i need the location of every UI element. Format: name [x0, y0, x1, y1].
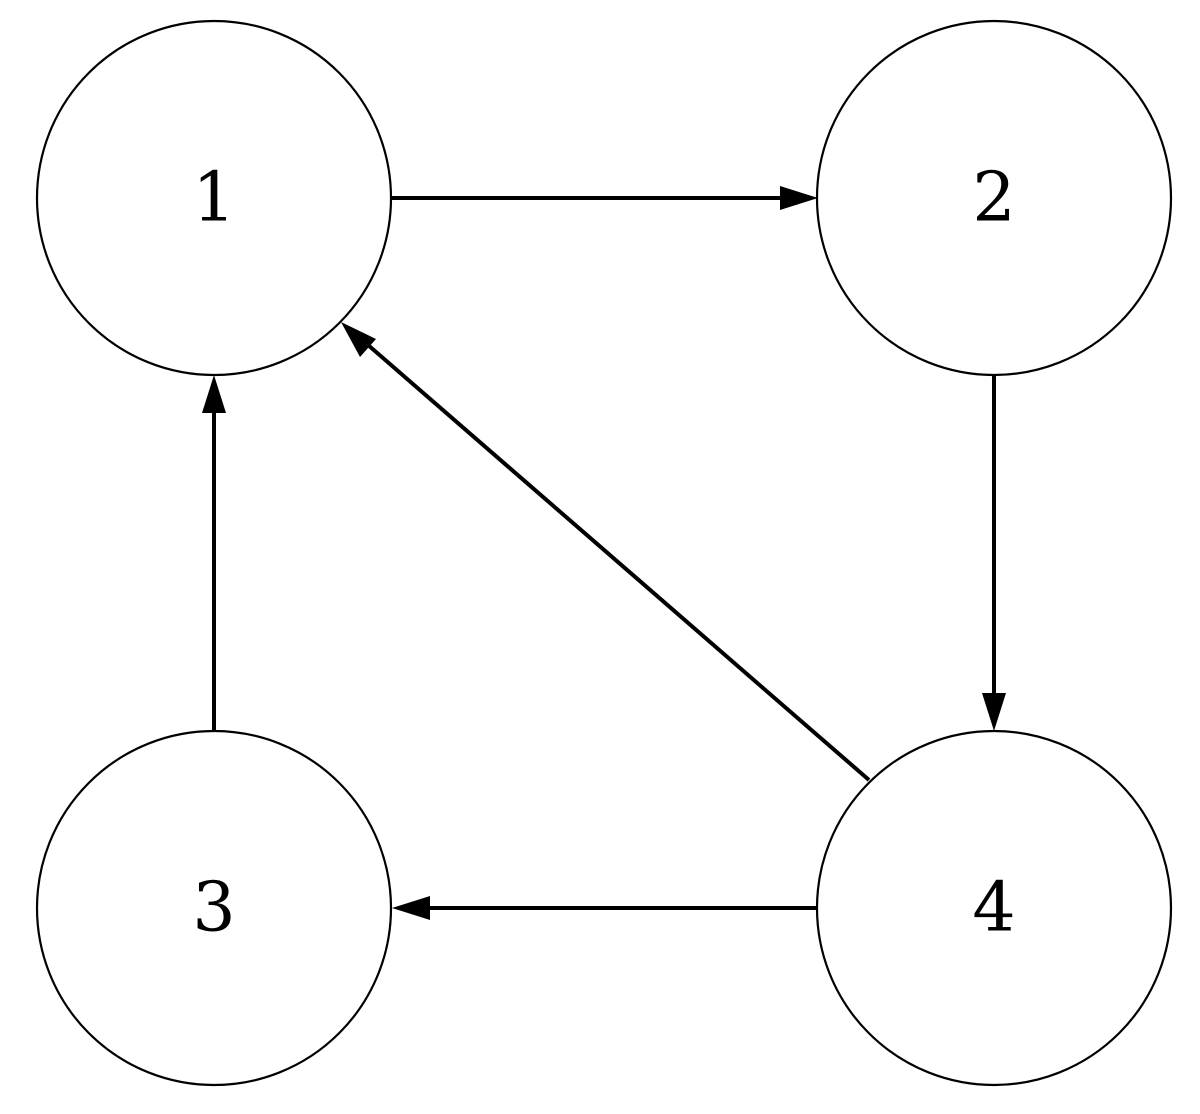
edge-line — [366, 343, 871, 782]
node-4: 4 — [815, 729, 1173, 1087]
arrowhead — [392, 896, 430, 920]
arrowhead — [202, 375, 226, 413]
node-circle — [35, 729, 393, 1087]
edge-4-to-3 — [392, 896, 818, 920]
arrowhead — [982, 693, 1006, 731]
node-label: 3 — [192, 869, 235, 948]
edge-3-to-1 — [202, 375, 226, 731]
node-1: 1 — [35, 19, 393, 377]
edge-1-to-2 — [392, 186, 818, 210]
arrowhead — [780, 186, 818, 210]
arrowhead — [341, 322, 376, 357]
edge-2-to-4 — [982, 374, 1006, 731]
node-label: 1 — [192, 159, 235, 238]
node-label: 4 — [972, 869, 1015, 948]
node-3: 3 — [35, 729, 393, 1087]
edge-4-to-1 — [341, 322, 871, 782]
node-label: 2 — [972, 159, 1015, 238]
node-circle — [35, 19, 393, 377]
node-circle — [815, 729, 1173, 1087]
node-circle — [815, 19, 1173, 377]
node-2: 2 — [815, 19, 1173, 377]
